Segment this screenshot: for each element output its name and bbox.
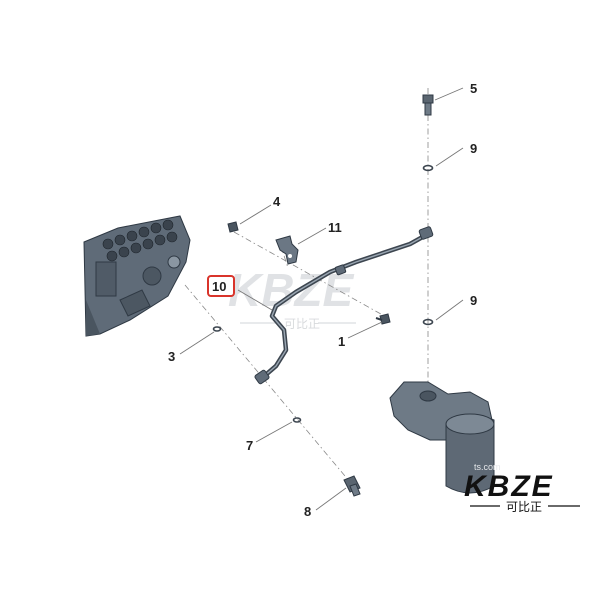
callout-4: 4 <box>273 194 281 209</box>
logo-chinese: 可比正 <box>506 500 542 514</box>
callout-5: 5 <box>470 81 477 96</box>
callout-7: 7 <box>246 438 253 453</box>
callout-9-upper: 9 <box>470 141 477 156</box>
filter-housing-icon: ts.com <box>389 381 501 494</box>
callout-10: 10 <box>212 279 226 294</box>
callout-10-highlight: 10 <box>207 275 235 297</box>
washer-icon <box>212 164 434 423</box>
fuel-pipe <box>254 226 434 385</box>
watermark-url-fragment: ts.com <box>474 462 501 472</box>
callout-8: 8 <box>304 504 311 519</box>
callouts: 5 9 4 11 9 1 3 7 8 10 <box>168 81 477 519</box>
bracket-icon <box>275 235 299 265</box>
callout-9-lower: 9 <box>470 293 477 308</box>
bolt-icon <box>343 475 361 497</box>
fuel-injection-pump-icon <box>83 215 191 337</box>
callout-1: 1 <box>338 334 345 349</box>
brand-logo: KBZE 可比正 <box>464 470 580 514</box>
callout-3: 3 <box>168 349 175 364</box>
leader-lines <box>179 87 464 511</box>
callout-11: 11 <box>328 220 342 235</box>
bolt-icon <box>422 94 434 116</box>
bolt-icon <box>227 221 239 233</box>
logo-brand: KBZE <box>464 470 554 503</box>
watermark-chinese: 可比正 <box>284 317 320 331</box>
bolt-icon <box>375 313 391 325</box>
